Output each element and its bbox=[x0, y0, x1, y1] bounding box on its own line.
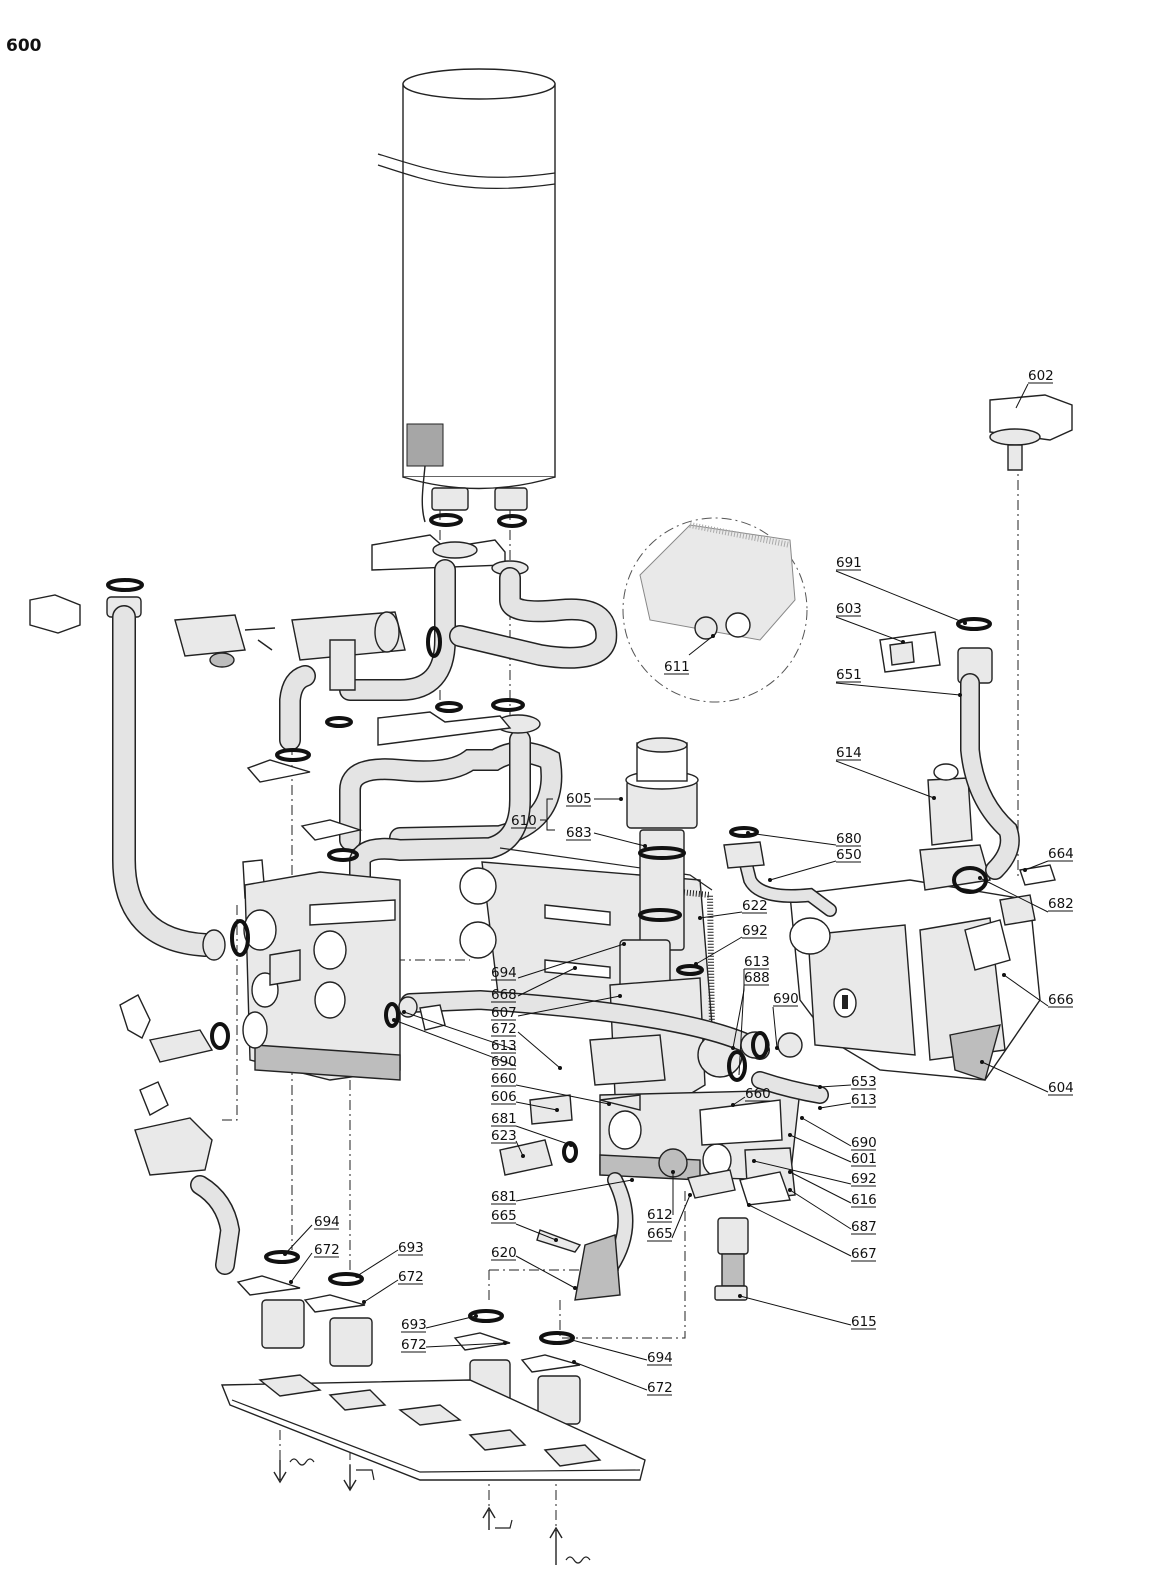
label-681-a: 681 bbox=[491, 1111, 517, 1127]
label-693-a: 693 bbox=[398, 1240, 424, 1256]
circulation-pump bbox=[789, 763, 1041, 1081]
label-601: 601 bbox=[851, 1151, 877, 1167]
label-664: 664 bbox=[1048, 846, 1074, 862]
label-688: 688 bbox=[744, 970, 770, 986]
label-606: 606 bbox=[491, 1089, 517, 1105]
label-614: 614 bbox=[836, 745, 862, 761]
label-672-b: 672 bbox=[314, 1242, 340, 1258]
left-riser-pipe bbox=[29, 578, 226, 961]
label-672-c: 672 bbox=[398, 1269, 424, 1285]
label-672-e: 672 bbox=[647, 1380, 673, 1396]
diagram-drawing bbox=[29, 68, 1073, 1565]
label-603: 603 bbox=[836, 601, 862, 617]
label-692-b: 692 bbox=[851, 1171, 877, 1187]
label-680: 680 bbox=[836, 831, 862, 847]
label-623: 623 bbox=[491, 1128, 517, 1144]
part-labels: 602 691 603 651 611 614 605 610 683 680 … bbox=[314, 368, 1074, 1396]
label-667: 667 bbox=[851, 1246, 877, 1262]
label-694-c: 694 bbox=[647, 1350, 673, 1366]
label-653: 653 bbox=[851, 1074, 877, 1090]
hydraulic-block-left bbox=[230, 859, 401, 1081]
label-611: 611 bbox=[664, 659, 690, 675]
safety-valve-top bbox=[174, 614, 276, 668]
label-665-a: 665 bbox=[491, 1208, 517, 1224]
label-682: 682 bbox=[1048, 896, 1074, 912]
label-615: 615 bbox=[851, 1314, 877, 1330]
upper-pipes bbox=[291, 559, 618, 701]
label-607: 607 bbox=[491, 1005, 517, 1021]
label-610: 610 bbox=[511, 813, 537, 829]
label-694-a: 694 bbox=[491, 965, 517, 981]
label-683: 683 bbox=[566, 825, 592, 841]
label-651: 651 bbox=[836, 667, 862, 683]
label-613-c: 613 bbox=[851, 1092, 877, 1108]
label-613-a: 613 bbox=[744, 954, 770, 970]
label-668: 668 bbox=[491, 987, 517, 1003]
pressure-switch bbox=[989, 394, 1073, 471]
flow-symbols bbox=[273, 1458, 591, 1565]
label-672-a: 672 bbox=[491, 1021, 517, 1037]
label-616: 616 bbox=[851, 1192, 877, 1208]
label-690-a: 690 bbox=[773, 991, 799, 1007]
label-660-a: 660 bbox=[491, 1071, 517, 1087]
leader-lines bbox=[283, 383, 1049, 1391]
mounting-plate bbox=[220, 1374, 646, 1481]
label-650: 650 bbox=[836, 847, 862, 863]
small-parts bbox=[499, 1094, 791, 1301]
label-612: 612 bbox=[647, 1207, 673, 1223]
microswitch bbox=[879, 631, 941, 673]
left-drain-valve bbox=[119, 994, 241, 1275]
label-665-b: 665 bbox=[647, 1226, 673, 1242]
pump-pipes bbox=[723, 617, 1056, 1059]
label-687: 687 bbox=[851, 1219, 877, 1235]
middle-pipes bbox=[246, 665, 563, 891]
label-692-a: 692 bbox=[742, 923, 768, 939]
page-title: 600 bbox=[6, 36, 42, 56]
label-620: 620 bbox=[491, 1245, 517, 1261]
label-605: 605 bbox=[566, 791, 592, 807]
label-622: 622 bbox=[742, 898, 768, 914]
label-604: 604 bbox=[1048, 1080, 1074, 1096]
label-681-b: 681 bbox=[491, 1189, 517, 1205]
hot-water-cylinder bbox=[377, 68, 556, 523]
label-690-c: 690 bbox=[851, 1135, 877, 1151]
detail-bubble bbox=[622, 517, 808, 703]
label-672-d: 672 bbox=[401, 1337, 427, 1353]
label-690-b: 690 bbox=[491, 1054, 517, 1070]
label-691: 691 bbox=[836, 555, 862, 571]
label-602: 602 bbox=[1028, 368, 1054, 384]
label-613-b: 613 bbox=[491, 1038, 517, 1054]
label-660-b: 660 bbox=[745, 1086, 771, 1102]
label-666: 666 bbox=[1048, 992, 1074, 1008]
label-693-b: 693 bbox=[401, 1317, 427, 1333]
label-694-b: 694 bbox=[314, 1214, 340, 1230]
